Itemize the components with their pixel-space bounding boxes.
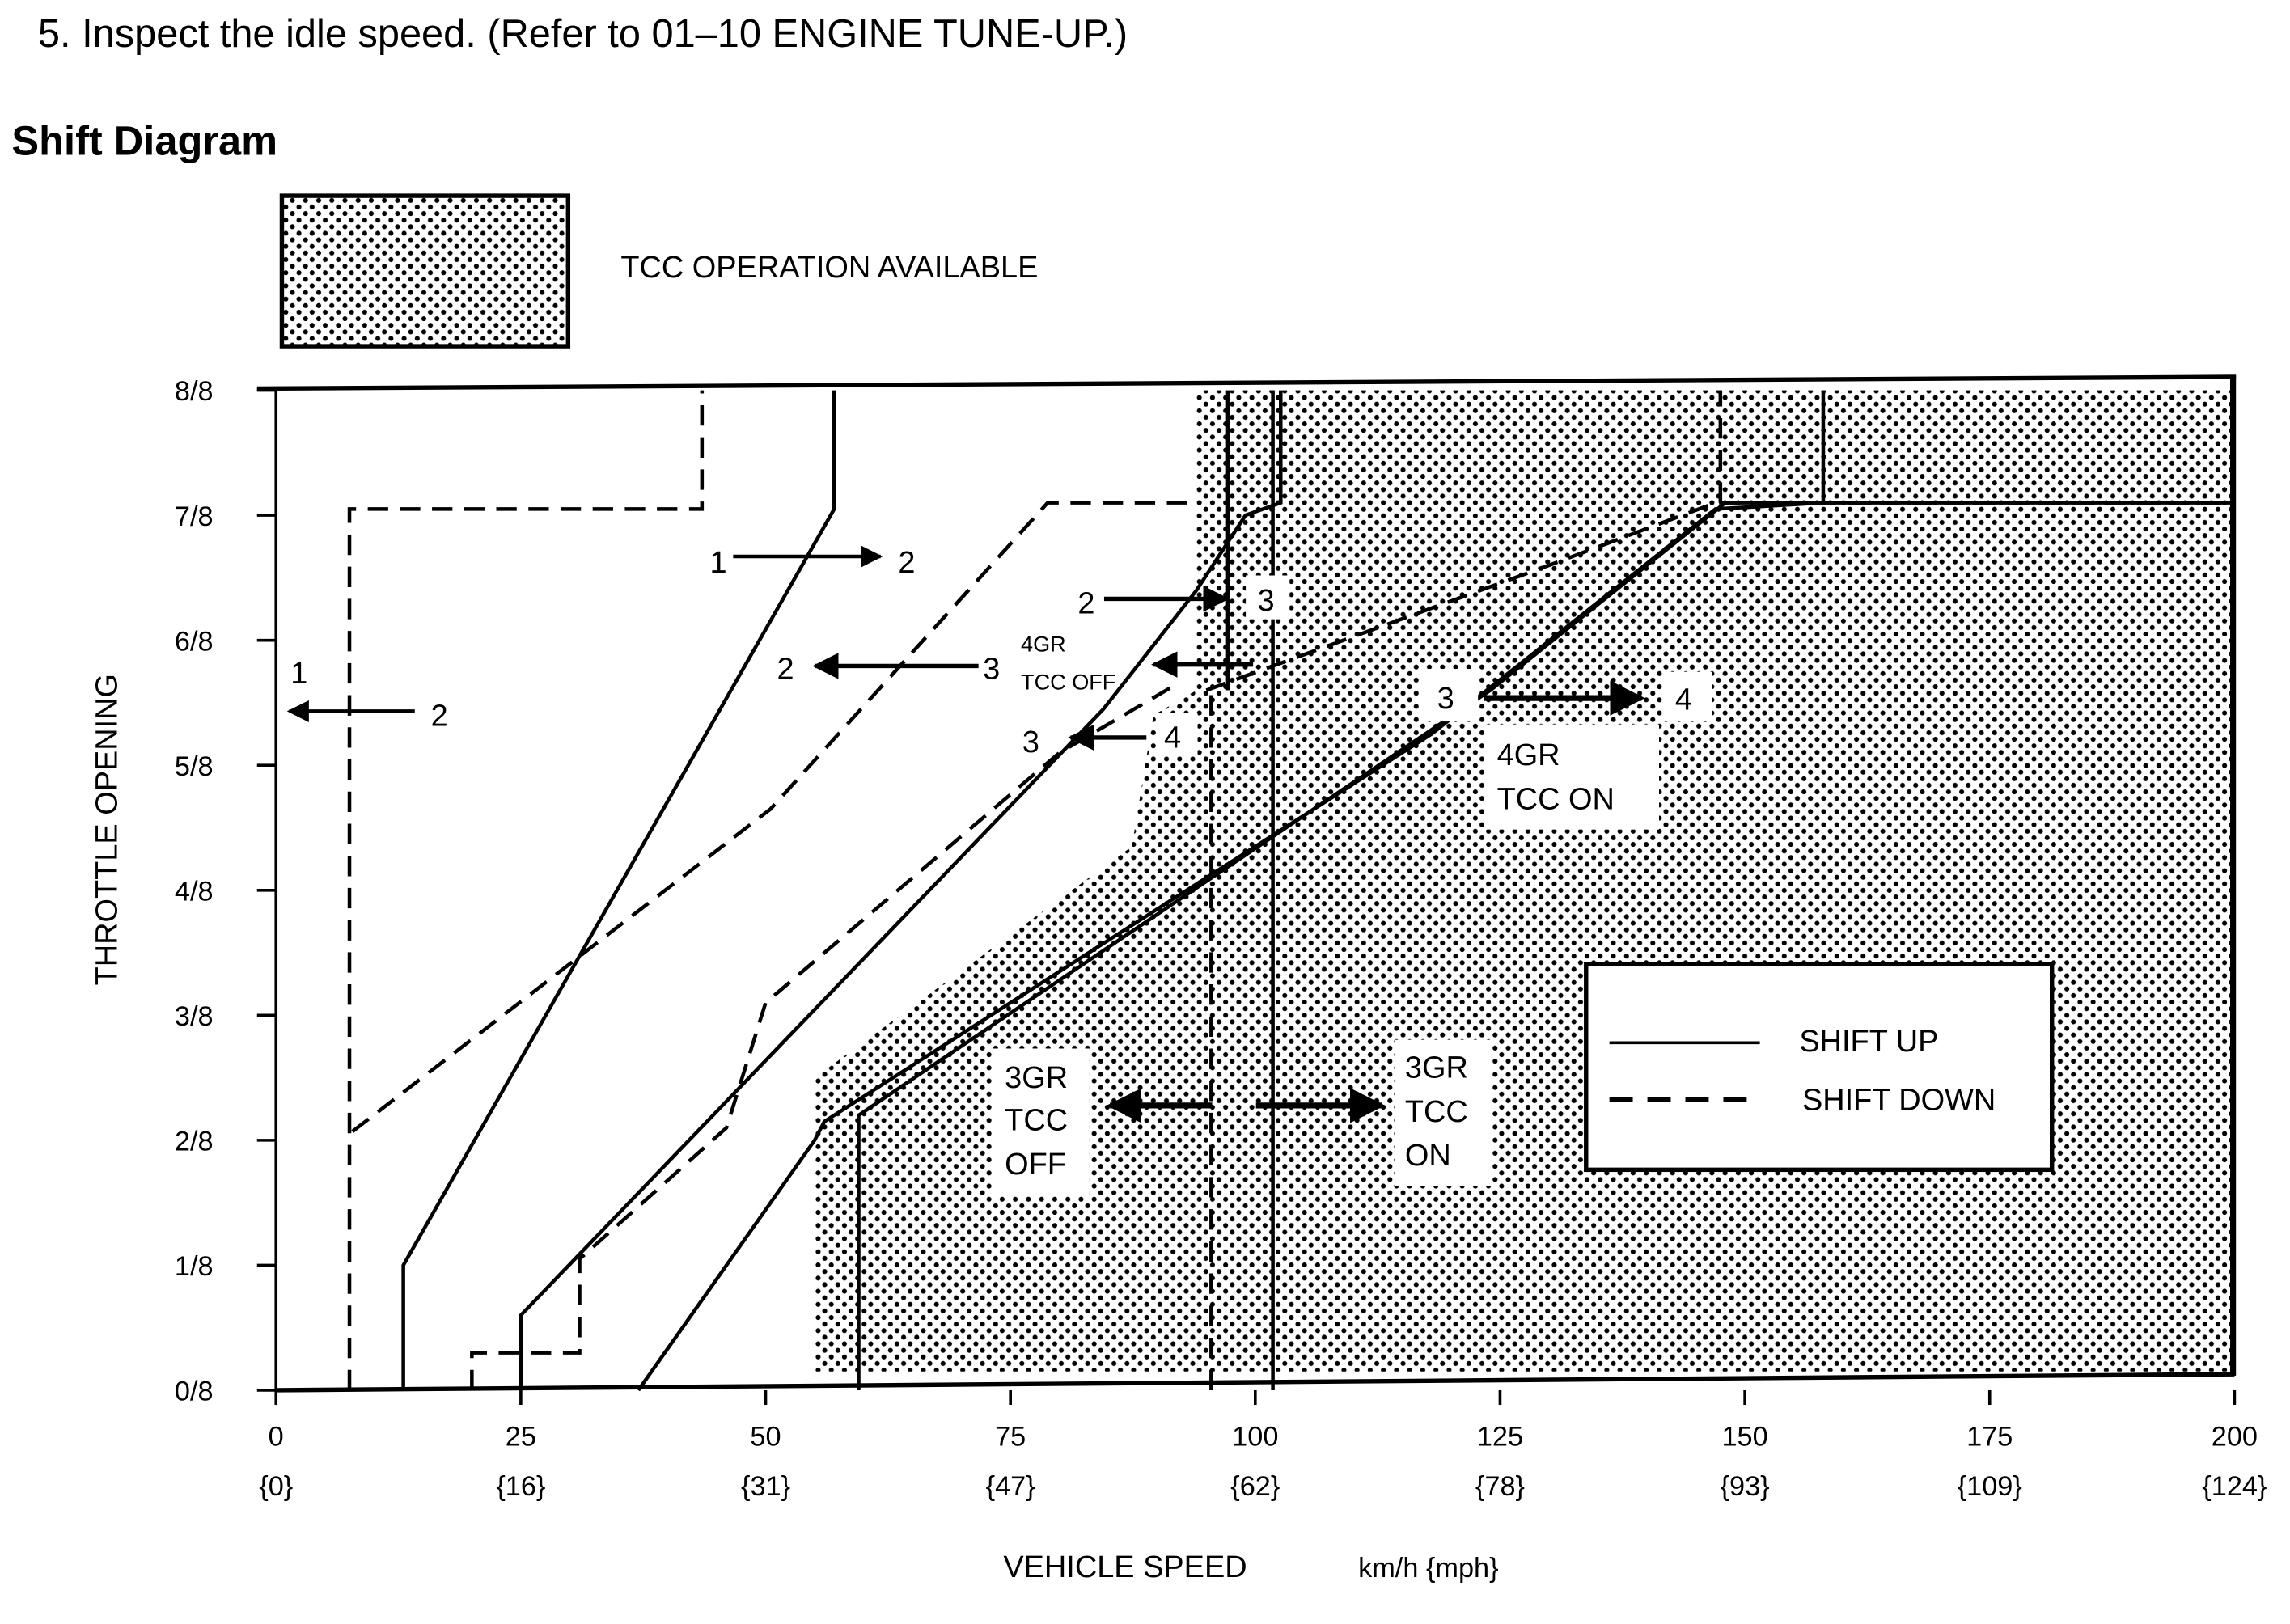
label-tcc-off: TCC OFF — [1021, 669, 1115, 694]
label-4: 4 — [1675, 683, 1692, 717]
y-tick-label: 4/8 — [175, 876, 214, 907]
plot-top-border — [256, 374, 2237, 391]
tcc-operation-region — [815, 390, 2235, 1372]
shift-line-1 — [347, 390, 705, 1390]
y-tick-label: 6/8 — [175, 626, 214, 657]
label-3: 3 — [1437, 682, 1454, 716]
annotations: 1 2 1 2 2 3 2 3 4GR TCC OFF 3 4 3 4 4GR … — [286, 545, 1712, 1195]
x-axis-title: VEHICLE SPEED — [1003, 1550, 1247, 1584]
x-tick-label: 175 — [1966, 1422, 2013, 1453]
label-1: 1 — [290, 657, 307, 691]
label-3: 3 — [1022, 725, 1039, 759]
label-tcc-on: TCC ON — [1497, 782, 1615, 816]
shift-line-3 — [519, 390, 1283, 1390]
label-3: 3 — [983, 653, 1000, 687]
x-tick-label-mph: {78} — [1475, 1471, 1525, 1502]
x-tick-label-mph: {109} — [1958, 1471, 2022, 1502]
label-2: 2 — [777, 653, 794, 687]
x-tick-label: 25 — [506, 1422, 536, 1453]
label-on: ON — [1405, 1139, 1451, 1173]
y-tick-label: 1/8 — [175, 1251, 214, 1282]
label-2: 2 — [898, 546, 915, 580]
line-legend: SHIFT UP SHIFT DOWN — [1584, 962, 2055, 1173]
x-tick-label-mph: {31} — [741, 1471, 790, 1502]
y-tick-label: 2/8 — [175, 1127, 214, 1157]
shift-lines — [347, 390, 2235, 1392]
label-tcc: TCC — [1005, 1104, 1068, 1138]
label-4: 4 — [1164, 721, 1181, 755]
label-3: 3 — [1258, 584, 1275, 618]
x-tick-label-mph: {16} — [496, 1471, 545, 1502]
x-tick-label-mph: {93} — [1721, 1471, 1770, 1502]
label-3gr: 3GR — [1005, 1061, 1068, 1095]
label-2: 2 — [1077, 586, 1094, 620]
label-1: 1 — [709, 546, 726, 580]
x-tick-label-mph: {124} — [2202, 1471, 2267, 1502]
legend-shift-up: SHIFT UP — [1799, 1025, 1938, 1059]
y-tick-label: 0/8 — [175, 1377, 214, 1407]
x-tick-label-mph: {62} — [1230, 1471, 1280, 1502]
x-tick-label: 75 — [995, 1422, 1026, 1453]
shift-line-4 — [470, 682, 1179, 1390]
x-axis-unit: km/h {mph} — [1358, 1553, 1498, 1584]
x-tick-label-mph: {47} — [986, 1471, 1035, 1502]
shift-line-7 — [1205, 501, 2235, 692]
tcc-legend-label: TCC OPERATION AVAILABLE — [620, 251, 1038, 285]
axis-ticks: 0 {0} 25 {16} 50 {31} 75 {47} 100 {62} 125 {78} 150 {… — [175, 376, 2267, 1502]
y-axis-title: THROTTLE OPENING — [90, 674, 124, 985]
section-title: Shift Diagram — [11, 118, 277, 164]
legend-shift-down: SHIFT DOWN — [1802, 1083, 1996, 1117]
x-tick-label: 100 — [1232, 1422, 1278, 1453]
x-axis — [276, 1372, 2235, 1393]
label-tcc: TCC — [1405, 1095, 1468, 1129]
x-tick-label: 0 — [269, 1422, 284, 1453]
shift-line-0 — [401, 390, 836, 1390]
y-tick-label: 5/8 — [175, 751, 214, 782]
label-3gr: 3GR — [1405, 1051, 1468, 1085]
shift-line-2 — [351, 501, 1197, 1133]
y-tick-label: 3/8 — [175, 1001, 214, 1032]
label-4gr: 4GR — [1021, 631, 1066, 656]
y-tick-label: 8/8 — [175, 376, 214, 407]
step-text: 5. Inspect the idle speed. (Refer to 01–… — [38, 12, 1128, 56]
label-4gr: 4GR — [1497, 738, 1560, 772]
x-tick-label: 125 — [1477, 1422, 1523, 1453]
x-tick-label: 200 — [2212, 1422, 2258, 1453]
x-tick-label-mph: {0} — [259, 1471, 293, 1502]
y-tick-label: 7/8 — [175, 501, 214, 532]
label-2: 2 — [431, 699, 448, 733]
x-tick-label: 50 — [750, 1422, 781, 1453]
label-off: OFF — [1005, 1148, 1066, 1182]
plot-frame-right — [2229, 375, 2237, 1376]
tcc-legend-swatch — [279, 193, 571, 349]
x-tick-label: 150 — [1721, 1422, 1767, 1453]
